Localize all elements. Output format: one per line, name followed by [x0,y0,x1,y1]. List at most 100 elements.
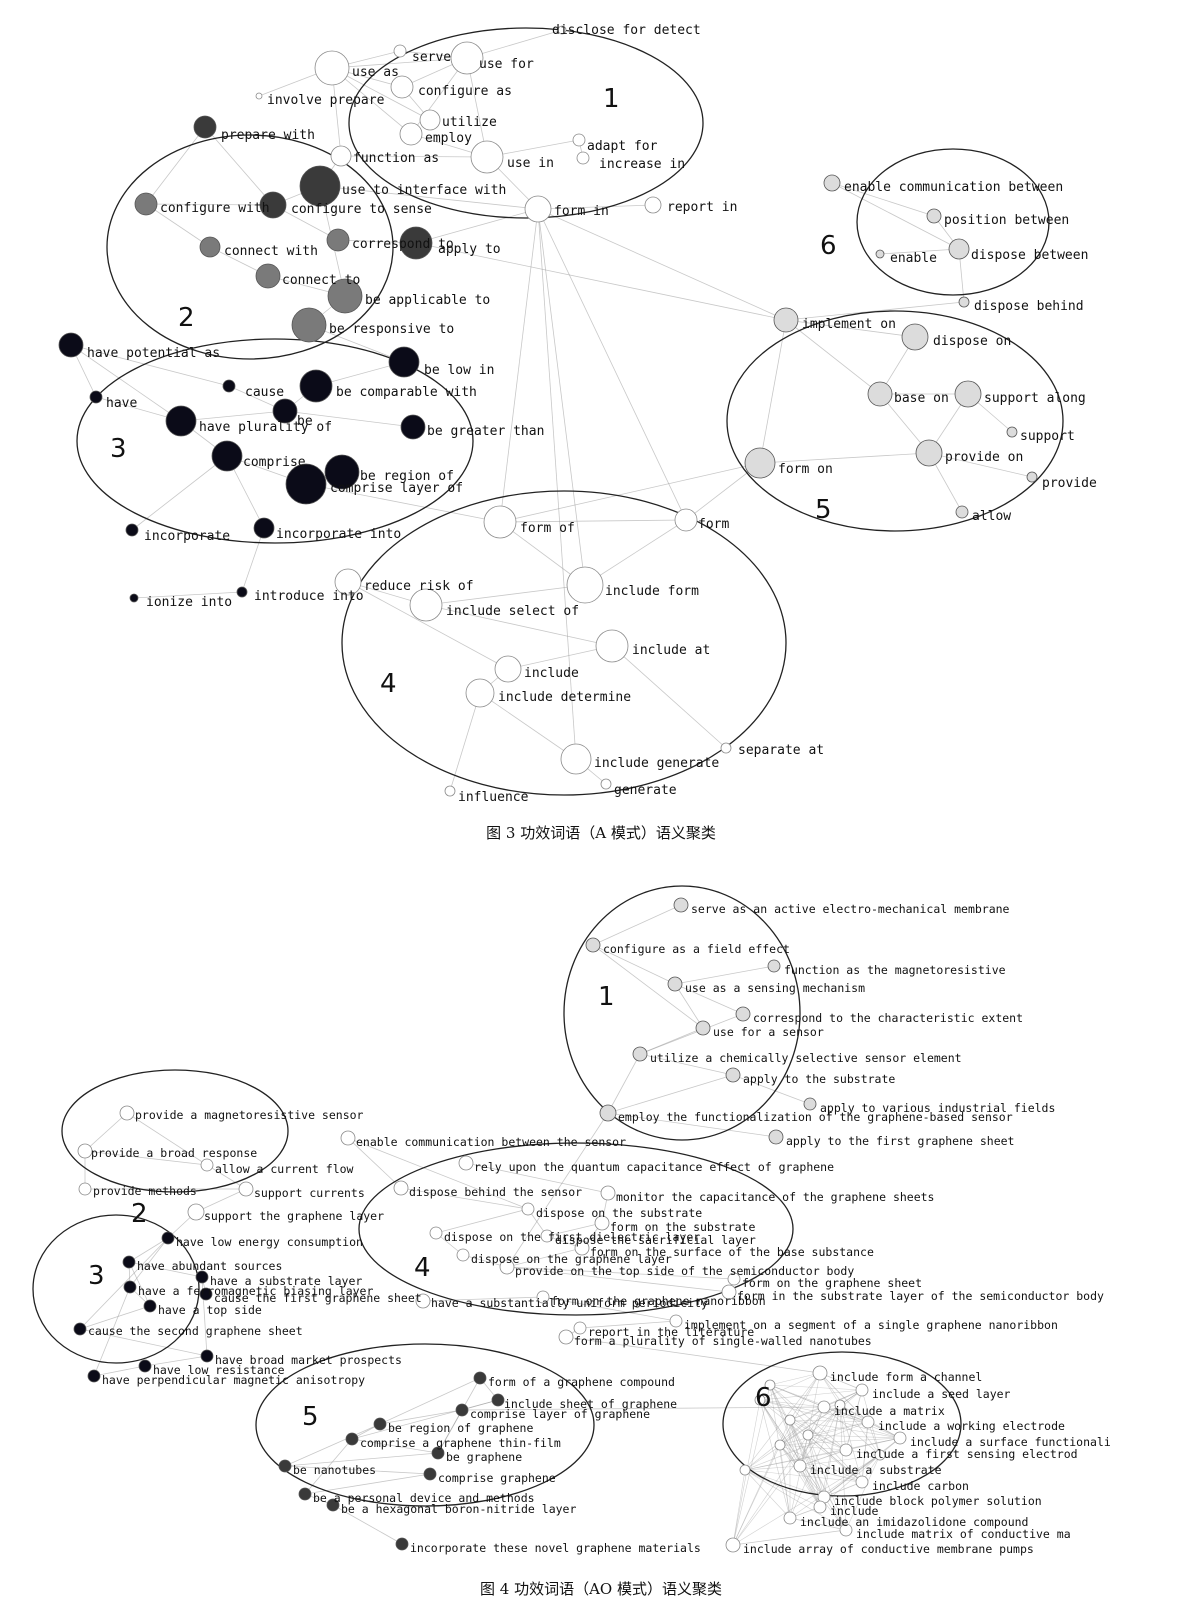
edge [461,1406,825,1411]
node-adapt-for [572,133,586,147]
edge [674,965,775,985]
node-label-provide: provide [1042,476,1097,491]
edge [351,1399,499,1440]
node-label-comprise-graphene: comprise graphene [438,1471,556,1485]
edge [284,1423,381,1467]
edge [144,1355,208,1367]
edge [674,983,744,1015]
edge [584,519,687,586]
edge [769,1384,791,1519]
node-label-disclose-for-detect: disclose for detect [552,23,701,38]
node-serve [393,44,407,58]
node-include-sheet-of-graphene [491,1393,505,1407]
node-comprise-graphene [423,1467,437,1481]
edge [340,155,488,158]
edge [744,1421,869,1471]
edge [537,208,687,521]
node-allow-a-current-flow [200,1158,214,1172]
node-label-have-a-top-side: have a top side [158,1303,262,1317]
edge [819,1404,841,1508]
node-label-provide-on: provide on [945,450,1023,465]
edge [607,1112,777,1138]
node-label-include-a-matrix: include a matrix [834,1404,945,1418]
edge [332,1504,403,1545]
node-be-comparable-with [299,369,333,403]
node-rely-upon-the-quantum-capacitance-effect-of-graphene [458,1155,474,1171]
edge [779,1444,847,1451]
node-use-to-interface-with [299,165,341,207]
edge [241,527,265,593]
edge [542,1296,677,1322]
edge [304,1438,353,1495]
edge [759,1399,863,1483]
node-label-report-in-the-literature: report in the literature [588,1325,754,1339]
node-label-include-at: include at [632,643,710,658]
node-be-responsive-to [291,307,327,343]
node-comprise-layer-of-graphene [455,1403,469,1417]
edge [422,1296,544,1302]
edge [331,57,468,69]
edge [807,1434,901,1439]
node-include-carbon [855,1475,869,1489]
cluster-ellipse-fig3-c5 [726,310,1064,532]
edge [769,1372,821,1386]
edge [131,455,228,531]
node-be-a-personal-device-and-methods [298,1487,312,1501]
node-label-report-in: report in [667,200,737,215]
edge [744,1469,847,1531]
edge [607,1074,734,1114]
node-label-comprise-layer-of: comprise layer of [330,481,463,496]
node-be [272,398,298,424]
edge [479,692,577,760]
node-hub [764,1379,776,1391]
edge [807,1434,847,1451]
cluster-number-fig4-c3: 3 [88,1261,105,1291]
node-be-applicable-to [327,278,363,314]
node-support [1006,426,1018,438]
node-be-region-of-graphene [373,1417,387,1431]
node-dispose-on [901,323,929,351]
node-hub [784,1414,796,1426]
node-dispose-the-sacrificial-layer [540,1229,554,1243]
edge [639,1053,734,1076]
edge [732,1529,847,1546]
node-function-as-the-magnetoresistive [767,959,781,973]
node-form-on-the-graphene-nanoribbon [536,1290,550,1304]
edge [462,1254,508,1268]
edge [769,1384,847,1451]
node-label-incorporate-these-novel-graphene-materials: incorporate these novel graphene materia… [410,1541,701,1555]
edge [592,904,682,946]
node-report-in [644,196,662,214]
node-configure-with [134,192,158,216]
edge [685,462,761,521]
edge [759,1399,847,1451]
edge [823,1481,863,1498]
edge [759,452,930,464]
edge [425,604,613,647]
node-support-along [954,380,982,408]
node-label-utilize-a-chemically-selective-sensor-element: utilize a chemically selective sensor el… [650,1051,962,1065]
node-label-have-a-substrate-layer: have a substrate layer [210,1274,362,1288]
edge [823,1437,901,1498]
node-have-perpendicular-magnetic-anisotropy [87,1369,101,1383]
node-label-comprise-layer-of-graphene: comprise layer of graphene [470,1407,650,1421]
node-label-configure-to-sense: configure to sense [291,202,432,217]
node-implement-on [773,307,799,333]
edge [537,208,787,321]
node-dispose-on-the-first-dielectric-layer [429,1226,443,1240]
node-label-have-broad-market-prospects: have broad market prospects [215,1353,402,1367]
edge [84,1150,208,1166]
node-employ [399,122,423,146]
node-support-the-graphene-layer [187,1203,205,1221]
node-report-in-the-literature [573,1321,587,1335]
node-label-include-carbon: include carbon [872,1479,969,1493]
edge [759,1372,821,1401]
node-comprise-a-graphene-thin-film [345,1432,359,1446]
edge [823,1406,881,1456]
node-have-potential-as [58,332,84,358]
edge [129,1237,169,1288]
edge [537,208,577,760]
node-label-include-a-first-sensing-electrod: include a first sensing electrod [856,1447,1078,1461]
edge [779,1406,825,1446]
edge [128,1261,203,1278]
